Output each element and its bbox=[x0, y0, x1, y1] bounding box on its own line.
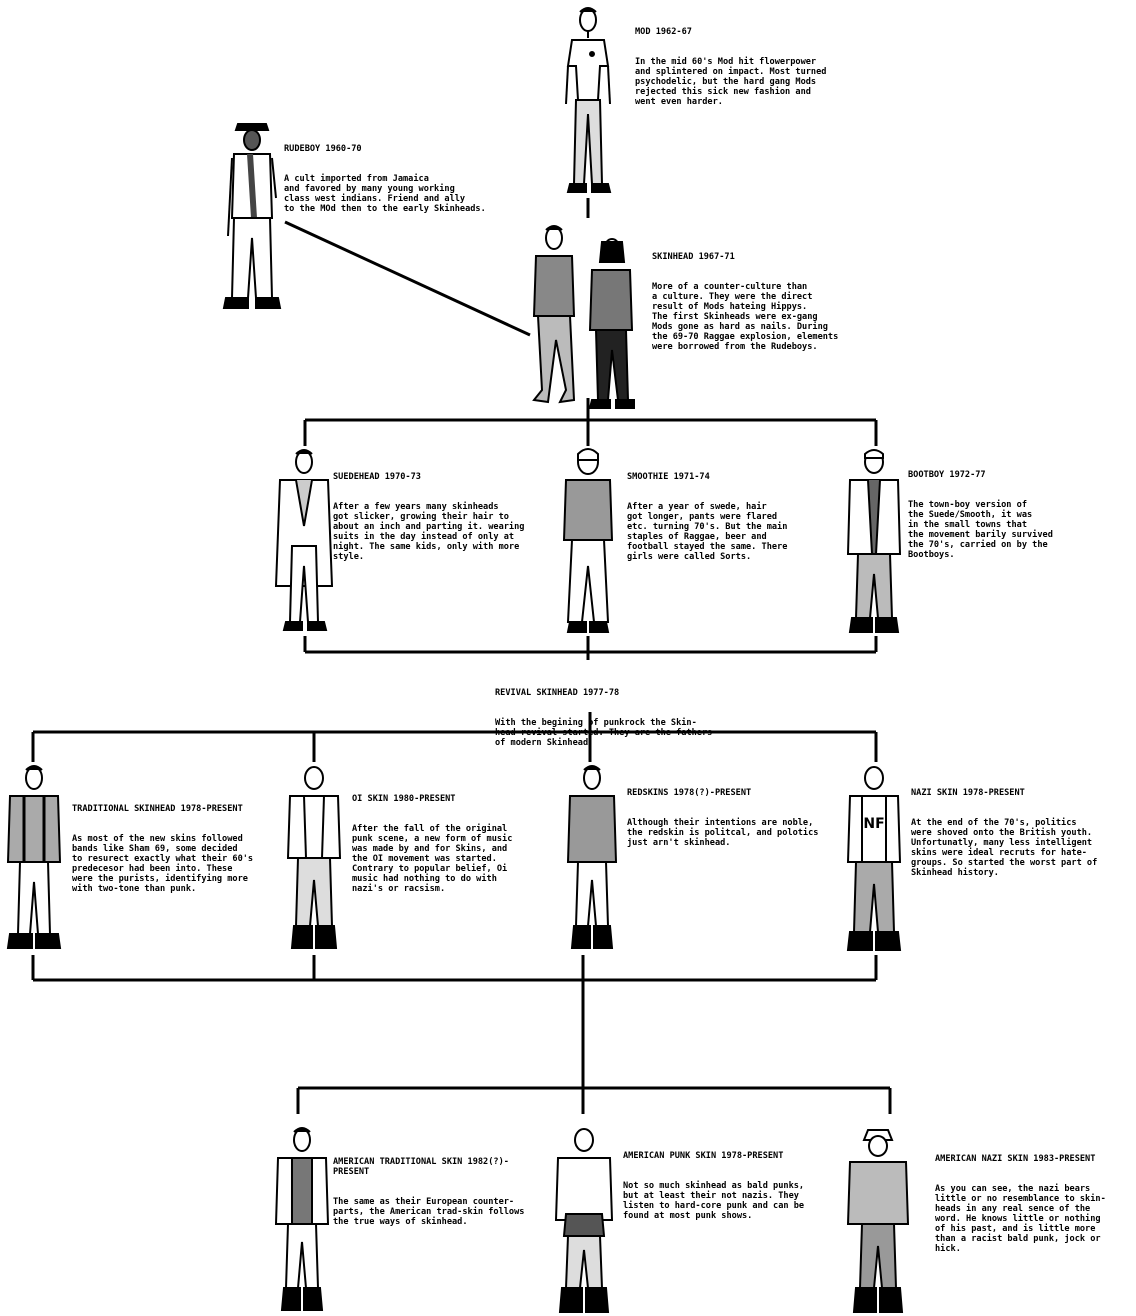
oi-entry: OI SKIN 1980-PRESENT After the fall of t… bbox=[352, 774, 512, 914]
smoothie-entry: SMOOTHIE 1971-74 After a year of swede, … bbox=[627, 452, 787, 582]
suedehead-entry: SUEDEHEAD 1970-73 After a few years many… bbox=[333, 452, 524, 582]
revival-text: With the begining of punkrock the Skin- … bbox=[495, 718, 713, 748]
american-traditional-entry: AMERICAN TRADITIONAL SKIN 1982(?)- PRESE… bbox=[333, 1137, 524, 1247]
smoothie-figure bbox=[562, 448, 614, 633]
skinhead-text: More of a counter-culture than a culture… bbox=[652, 282, 839, 352]
traditional-entry: TRADITIONAL SKINHEAD 1978-PRESENT As mos… bbox=[72, 784, 253, 914]
oi-title: OI SKIN 1980-PRESENT bbox=[352, 794, 456, 804]
american-punk-figure bbox=[554, 1128, 614, 1313]
rudeboy-text: A cult imported from Jamaica and favored… bbox=[284, 174, 486, 214]
american-traditional-text: The same as their European counter- part… bbox=[333, 1197, 525, 1227]
skinhead-title: SKINHEAD 1967-71 bbox=[652, 252, 735, 262]
nazi-text: At the end of the 70's, politics were sh… bbox=[911, 818, 1098, 878]
american-traditional-title: AMERICAN TRADITIONAL SKIN 1982(?)- PRESE… bbox=[333, 1157, 509, 1177]
revival-entry: REVIVAL SKINHEAD 1977-78 With the begini… bbox=[495, 668, 712, 768]
smoothie-text: After a year of swede, hair got longer, … bbox=[627, 502, 788, 562]
mod-title: MOD 1962-67 bbox=[635, 27, 692, 37]
american-nazi-entry: AMERICAN NAZI SKIN 1983-PRESENT As you c… bbox=[935, 1134, 1106, 1274]
nazi-entry: NAZI SKIN 1978-PRESENT At the end of the… bbox=[911, 768, 1097, 898]
bootboy-title: BOOTBOY 1972-77 bbox=[908, 470, 986, 480]
traditional-text: As most of the new skins followed bands … bbox=[72, 834, 254, 894]
bootboy-figure bbox=[846, 449, 902, 633]
oi-text: After the fall of the original punk scen… bbox=[352, 824, 513, 894]
skinhead-entry: SKINHEAD 1967-71 More of a counter-cultu… bbox=[652, 232, 838, 372]
american-nazi-title: AMERICAN NAZI SKIN 1983-PRESENT bbox=[935, 1154, 1096, 1164]
rudeboy-title: RUDEBOY 1960-70 bbox=[284, 144, 362, 154]
american-punk-title: AMERICAN PUNK SKIN 1978-PRESENT bbox=[623, 1151, 784, 1161]
skinhead-couple-figure bbox=[532, 225, 635, 409]
american-nazi-figure bbox=[846, 1129, 910, 1313]
american-punk-text: Not so much skinhead as bald punks, but … bbox=[623, 1181, 805, 1221]
rudeboy-entry: RUDEBOY 1960-70 A cult imported from Jam… bbox=[284, 124, 486, 234]
mod-figure bbox=[565, 7, 612, 193]
mod-text: In the mid 60's Mod hit flowerpower and … bbox=[635, 57, 827, 107]
redskins-entry: REDSKINS 1978(?)-PRESENT Although their … bbox=[627, 768, 818, 868]
traditional-title: TRADITIONAL SKINHEAD 1978-PRESENT bbox=[72, 804, 243, 814]
smoothie-title: SMOOTHIE 1971-74 bbox=[627, 472, 710, 482]
nazi-skin-figure: NF bbox=[846, 766, 902, 951]
nazi-title: NAZI SKIN 1978-PRESENT bbox=[911, 788, 1025, 798]
bootboy-text: The town-boy version of the Suede/Smooth… bbox=[908, 500, 1053, 560]
bootboy-entry: BOOTBOY 1972-77 The town-boy version of … bbox=[908, 450, 1053, 580]
mod-entry: MOD 1962-67 In the mid 60's Mod hit flow… bbox=[635, 7, 826, 127]
oi-skin-figure bbox=[286, 766, 342, 949]
american-nazi-text: As you can see, the nazi bears little or… bbox=[935, 1184, 1106, 1254]
suedehead-figure bbox=[274, 449, 334, 631]
redskins-title: REDSKINS 1978(?)-PRESENT bbox=[627, 788, 752, 798]
suedehead-title: SUEDEHEAD 1970-73 bbox=[333, 472, 421, 482]
nf-shirt-text: NF bbox=[863, 816, 884, 832]
american-traditional-figure bbox=[274, 1127, 330, 1311]
redskin-figure bbox=[566, 765, 618, 949]
revival-title: REVIVAL SKINHEAD 1977-78 bbox=[495, 688, 620, 698]
traditional-skinhead-figure bbox=[6, 765, 62, 949]
american-punk-entry: AMERICAN PUNK SKIN 1978-PRESENT Not so m… bbox=[623, 1131, 804, 1241]
redskins-text: Although their intentions are noble, the… bbox=[627, 818, 819, 848]
suedehead-text: After a few years many skinheads got sli… bbox=[333, 502, 525, 562]
rudeboy-figure bbox=[222, 123, 282, 309]
